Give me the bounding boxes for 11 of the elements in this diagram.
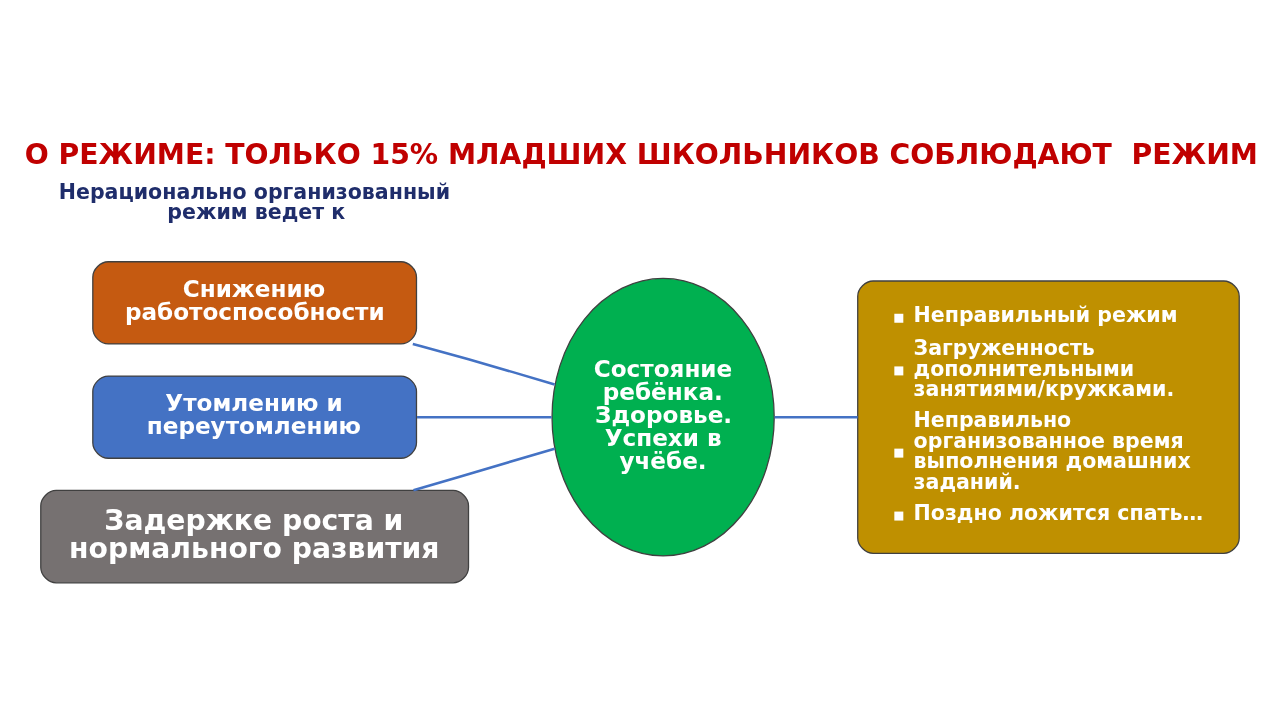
node-box: Снижению работоспособности (92, 261, 418, 345)
connector (412, 342, 555, 386)
label: Нерационально организованный режим ведет к (58, 179, 451, 225)
node-box: Задержке роста и нормального развития (40, 489, 470, 584)
node-box: Неправильный режим Загруженность дополнительными занятиями/кружками. Неправильно организованное время выполнения домашних заданий. Поздно ложится спать… (857, 280, 1240, 554)
connector (413, 447, 555, 492)
connector (774, 415, 858, 419)
connector (416, 415, 552, 419)
node-box: Утомлению и переутомлению (92, 375, 418, 459)
node-ellipse: Состояние ребёнка. Здоровье. Успехи в учёбе. (551, 277, 775, 557)
diagram-title: О РЕЖИМЕ: ТОЛЬКО 15% МЛАДШИХ ШКОЛЬНИКОВ СОБЛЮДАЮТ РЕЖИМ (24, 137, 1258, 171)
